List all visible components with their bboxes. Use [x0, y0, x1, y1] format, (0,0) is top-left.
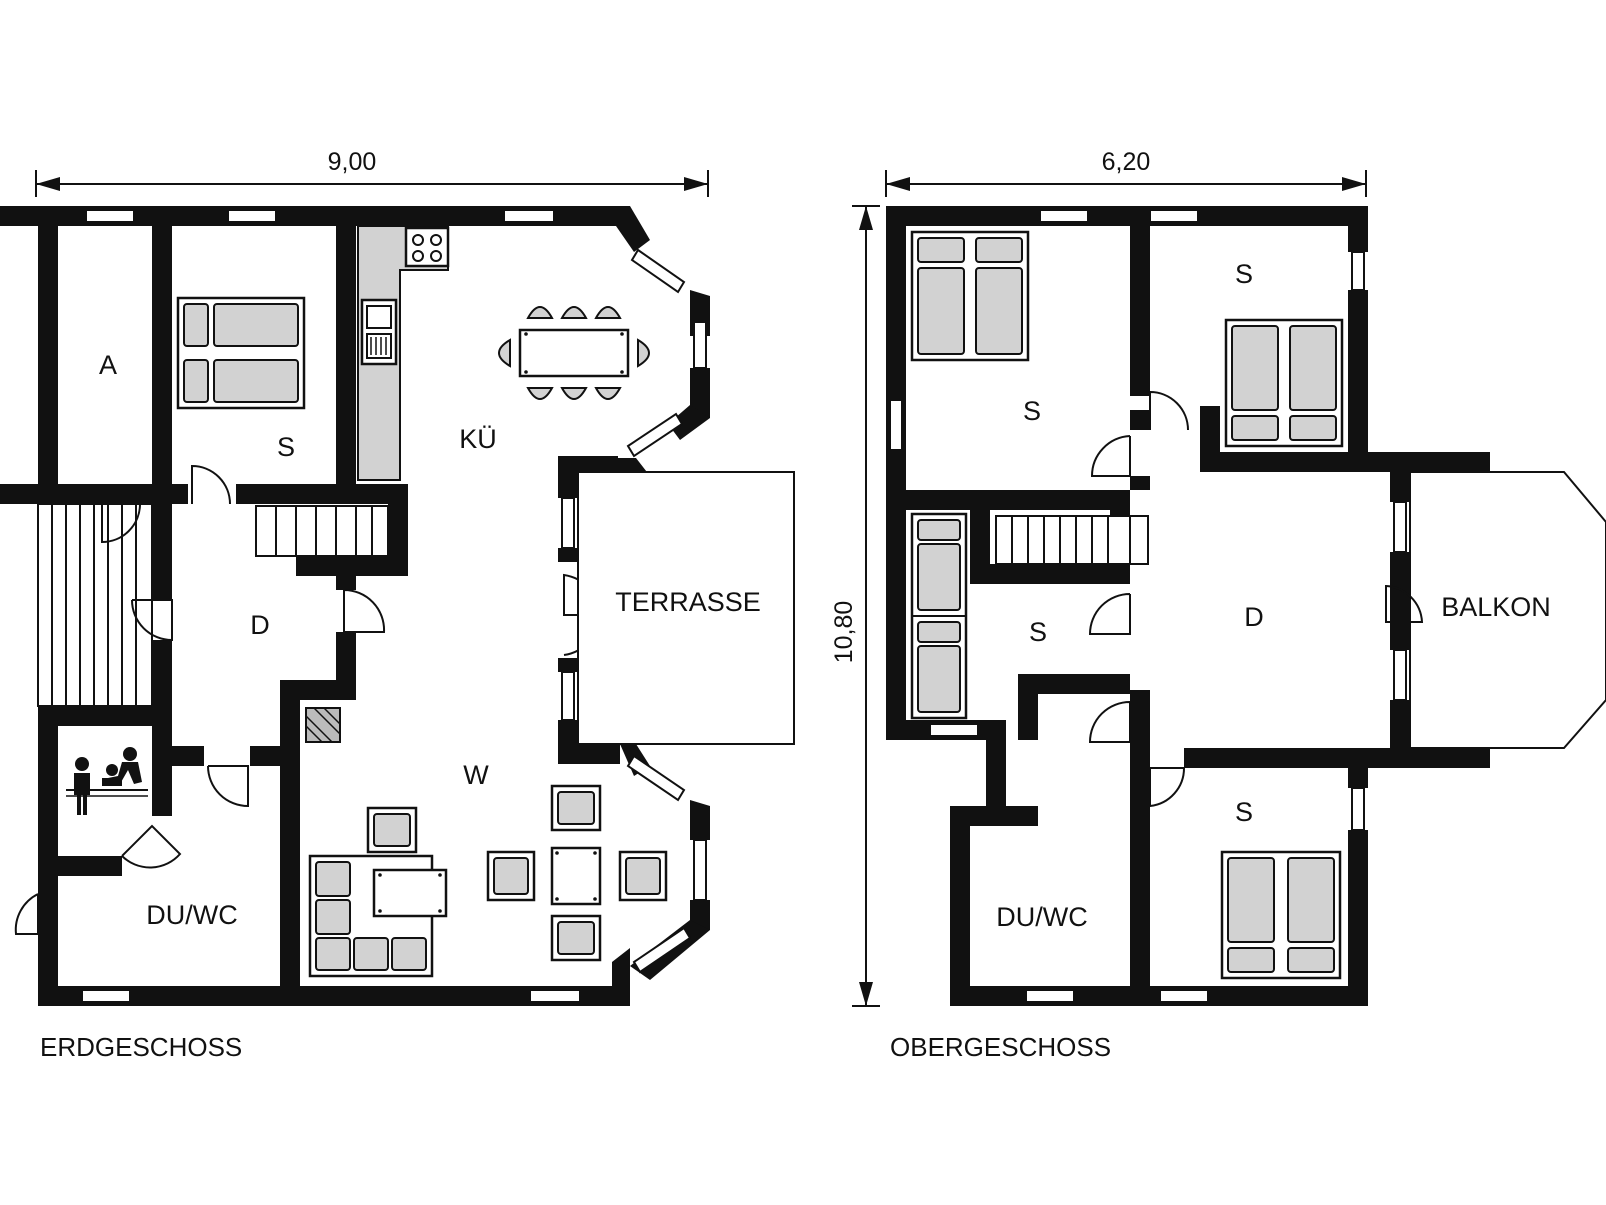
bed-icon [1224, 318, 1344, 448]
window-icon [85, 209, 135, 223]
window-icon [1351, 251, 1365, 291]
window-icon [626, 412, 684, 458]
room-label-a: A [99, 350, 117, 380]
width-label-og: 6,20 [1102, 148, 1151, 176]
window-icon [1351, 787, 1365, 831]
floor-label-erdgeschoss: ERDGESCHOSS [40, 1032, 242, 1062]
walls-obergeschoss [886, 206, 1490, 1006]
window-icon [1149, 209, 1199, 223]
window-icon [561, 497, 575, 549]
window-icon [227, 209, 277, 223]
door-icon [207, 765, 249, 808]
floor-label-obergeschoss: OBERGESCHOSS [890, 1032, 1111, 1062]
lounge-table [486, 784, 668, 962]
window-icon [1393, 501, 1407, 553]
room-label-s-1: S [1235, 259, 1253, 289]
bed-icon [910, 230, 1030, 362]
window-icon [1159, 989, 1209, 1003]
kitchen-counter [357, 225, 450, 481]
window-icon [693, 839, 707, 901]
door-icon [343, 588, 386, 633]
room-label-balkon: BALKON [1441, 592, 1551, 622]
width-label: 9,00 [328, 148, 377, 176]
room-label-s: S [277, 432, 295, 462]
obergeschoss-plan: 6,20 10,80 [830, 148, 1606, 1062]
stairs-icon [255, 505, 389, 557]
coffee-table [372, 868, 448, 918]
bed-icon [176, 296, 306, 410]
door-icon [1385, 584, 1424, 623]
window-icon [503, 209, 555, 223]
room-label-s-2: S [1023, 396, 1041, 426]
room-label-s-4: S [1235, 797, 1253, 827]
room-label-d-og: D [1244, 602, 1264, 632]
window-icon [1039, 209, 1089, 223]
armchair [366, 806, 418, 854]
room-label-w: W [463, 760, 489, 790]
window-icon [1393, 649, 1407, 701]
height-dimension-obergeschoss: 10,80 [830, 205, 880, 1007]
door-icon [121, 824, 182, 869]
window-icon [529, 989, 581, 1003]
window-icon [1025, 989, 1075, 1003]
window-icon [929, 723, 979, 737]
window-icon [561, 671, 575, 721]
walls-erdgeschoss [0, 206, 710, 1006]
width-dimension-obergeschoss: 6,20 [885, 148, 1367, 197]
door-icon [1088, 593, 1131, 635]
door-icon [14, 893, 39, 935]
room-label-d: D [250, 610, 270, 640]
window-icon [632, 926, 692, 974]
window-icon [626, 754, 686, 802]
bed-icon [910, 512, 968, 720]
height-label-og: 10,80 [830, 601, 858, 664]
stairs-icon [995, 515, 1149, 565]
windows-erdgeschoss [81, 209, 707, 1003]
erdgeschoss-plan: 9,00 [0, 148, 795, 1062]
door-icon [131, 599, 173, 642]
door-icon [101, 503, 142, 544]
room-label-terrasse: TERRASSE [615, 587, 761, 617]
balkon-area [1409, 471, 1606, 749]
room-label-duwc: DU/WC [146, 900, 237, 930]
stove-icon [404, 226, 450, 268]
dining-table [498, 306, 650, 400]
door-icon [1090, 435, 1131, 477]
door-icon [1149, 390, 1189, 431]
door-icon [1149, 767, 1186, 808]
fireplace-icon [305, 707, 341, 743]
bed-icon [1220, 850, 1342, 980]
room-label-kue: KÜ [459, 424, 497, 454]
stairs-icon [37, 503, 153, 707]
width-dimension-erdgeschoss: 9,00 [35, 148, 709, 197]
window-icon [630, 248, 686, 294]
window-icon [693, 321, 707, 369]
doors-obergeschoss [1088, 390, 1424, 808]
window-icon [889, 399, 903, 451]
sink-icon [360, 298, 398, 366]
room-label-duwc-og: DU/WC [996, 902, 1087, 932]
sauna-icon [66, 747, 148, 815]
window-icon [81, 989, 131, 1003]
door-icon [1088, 701, 1131, 743]
door-icon [191, 464, 231, 505]
room-label-s-3: S [1029, 617, 1047, 647]
terrasse-area [577, 471, 795, 745]
